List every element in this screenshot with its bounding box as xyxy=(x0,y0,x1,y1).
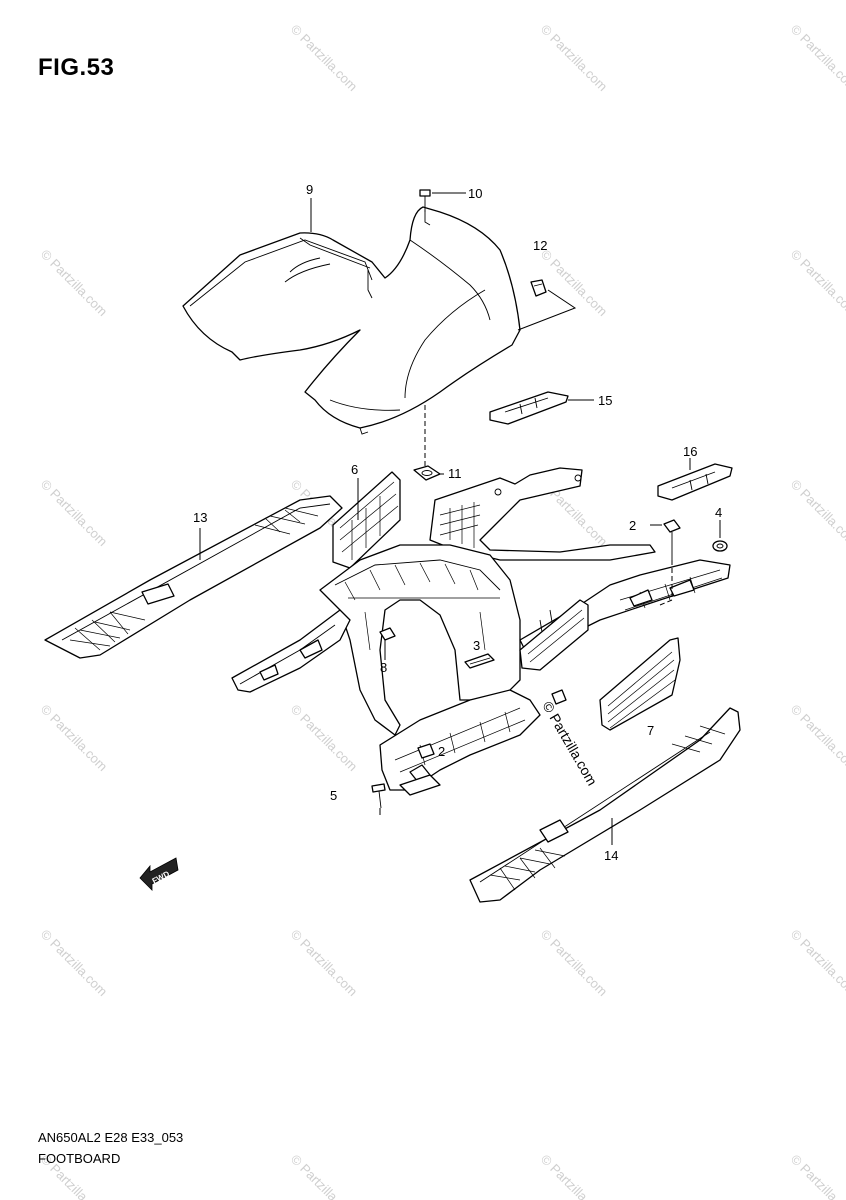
callout-14: 14 xyxy=(604,848,618,863)
callout-9: 9 xyxy=(306,182,313,197)
part-7-side-panel xyxy=(599,637,681,731)
part-16-cover xyxy=(657,463,733,501)
part-8-nut xyxy=(379,627,396,641)
callout-labels: 9 10 12 15 6 11 16 13 2 4 8 3 7 2 5 14 xyxy=(193,182,722,863)
watermark: © Partzilla.com xyxy=(788,702,846,775)
callout-15: 15 xyxy=(598,393,612,408)
part-2-nut-mid xyxy=(551,689,567,705)
callout-8: 8 xyxy=(380,660,387,675)
callout-10: 10 xyxy=(468,186,482,201)
part-6-side-panel xyxy=(332,471,401,569)
right-mesh-insert xyxy=(519,599,589,671)
leader-lines xyxy=(199,192,721,845)
watermark: © Partzilla.com xyxy=(788,1152,846,1200)
callout-4: 4 xyxy=(715,505,722,520)
watermark: © Partzilla.com xyxy=(788,22,846,95)
part-4-grommet xyxy=(712,540,728,552)
watermark: © Partzilla.com xyxy=(788,927,846,1000)
figure-title: FIG.53 xyxy=(38,54,115,81)
watermark: © Partzilla.com xyxy=(288,1152,361,1200)
callout-13: 13 xyxy=(193,510,207,525)
callout-11: 11 xyxy=(448,466,462,481)
part-3-rubber xyxy=(464,653,495,669)
watermark: © Partzilla.com xyxy=(288,702,361,775)
watermark: © Partzilla.com xyxy=(288,927,361,1000)
watermark: © Partzilla.com xyxy=(788,477,846,550)
watermark: © Partzilla.com xyxy=(38,247,111,320)
rear-bracket-rail xyxy=(429,467,656,561)
watermark: © Partzilla.com xyxy=(538,1152,611,1200)
callout-3: 3 xyxy=(473,638,480,653)
forward-direction-arrow: FWD xyxy=(139,857,179,891)
part-13-left-footboard xyxy=(44,495,343,659)
watermark: © Partzilla.com xyxy=(38,477,111,550)
part-2-nut-lower xyxy=(417,743,435,759)
callout-2: 2 xyxy=(629,518,636,533)
part-10-screw xyxy=(419,189,431,212)
callout-16: 16 xyxy=(683,444,697,459)
callout-7: 7 xyxy=(647,723,654,738)
watermark: © Partzilla.com xyxy=(38,927,111,1000)
part-14-right-footboard xyxy=(469,707,741,903)
model-code: AN650AL2 E28 E33_053 xyxy=(38,1130,184,1145)
central-frame xyxy=(231,544,731,796)
watermark: © Partzilla.com xyxy=(788,247,846,320)
part-2-nut-upper xyxy=(663,519,681,560)
callout-5: 5 xyxy=(330,788,337,803)
callout-2: 2 xyxy=(438,744,445,759)
watermark: © Partzilla.com xyxy=(538,22,611,95)
section-name: FOOTBOARD xyxy=(38,1151,121,1166)
watermark: © Partzilla.com xyxy=(288,22,361,95)
part-12-clip xyxy=(530,279,547,297)
part-15-cover xyxy=(489,391,569,425)
watermark: © Partzilla.com xyxy=(38,702,111,775)
part-5-screw xyxy=(371,783,386,809)
callout-6: 6 xyxy=(351,462,358,477)
watermark: © Partzilla.com xyxy=(538,927,611,1000)
callout-12: 12 xyxy=(533,238,547,253)
part-9-rear-cover xyxy=(182,206,521,435)
part-11-clamp xyxy=(413,465,441,481)
watermark-center: © Partzilla.com xyxy=(539,699,600,789)
